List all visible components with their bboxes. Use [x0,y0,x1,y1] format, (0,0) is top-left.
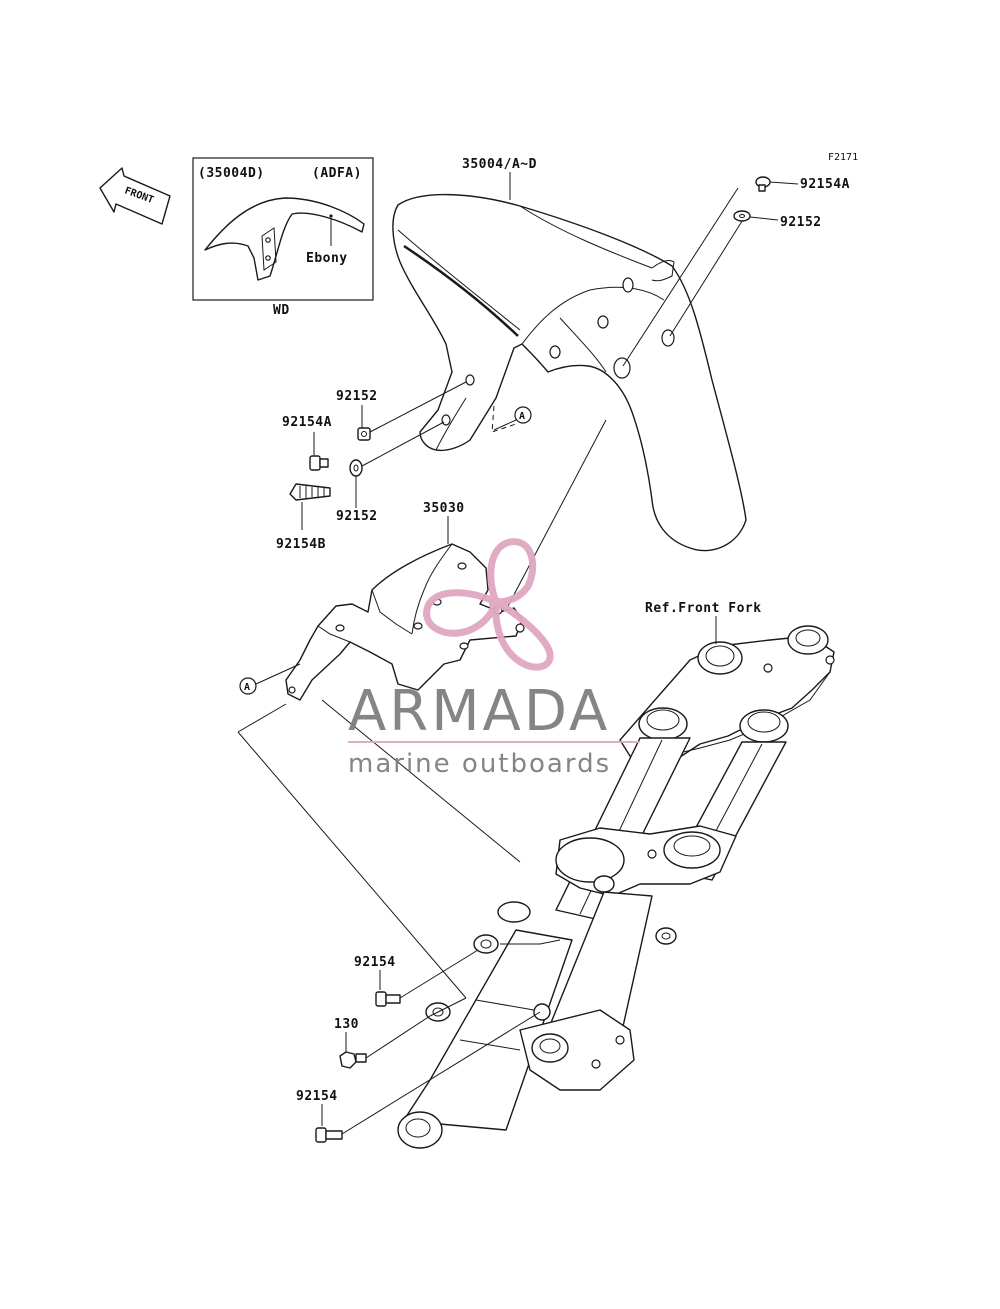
front-fork [397,625,835,1149]
label-92152-left-upper: 92152 [336,389,378,404]
label-35030: 35030 [423,501,465,516]
bolt-92154A-left [309,455,329,471]
inset-box: (35004D) (ADFA) Ebony WD [192,157,374,318]
bolt-92154B-long [289,483,331,501]
watermark-brand: ARMADA [348,679,610,744]
inset-left-code: (35004D) [198,166,265,181]
label-92154A-top: 92154A [800,177,850,192]
label-130: 130 [334,1017,359,1032]
front-fender [392,193,747,552]
front-arrow: FRONT [99,167,171,225]
callout-a-upper: A [493,406,532,431]
callout-a-lower: A [239,663,301,695]
washer-92152-left-lower [349,459,363,477]
watermark: ARMADA marine outboards [348,538,640,779]
callout-a-upper-label: A [519,411,525,422]
washer-92152-left-upper [357,427,371,441]
watermark-logo-icon [423,538,554,671]
washer-92152-top [733,210,751,222]
label-92154-lower-1: 92154 [354,955,396,970]
label-92152-left-lower: 92152 [336,509,378,524]
label-92154-lower-2: 92154 [296,1089,338,1104]
bolt-92154A-top [755,176,771,192]
inset-right-code: (ADFA) [312,166,362,181]
figure-code: F2171 [828,152,858,163]
bolt-130 [339,1051,367,1069]
inset-caption: WD [273,303,290,318]
label-35004: 35004/A~D [462,157,537,172]
watermark-tagline: marine outboards [348,749,611,779]
label-92154A-left: 92154A [282,415,332,430]
bolt-92154-lower-2 [315,1127,343,1143]
label-92152-top: 92152 [780,215,822,230]
inset-fender-silhouette [204,197,365,281]
bolt-92154-lower-1 [375,991,401,1007]
label-92154B: 92154B [276,537,326,552]
label-front-fork-ref: Ref.Front Fork [645,601,762,616]
callout-a-lower-label: A [244,682,250,693]
inset-color-label: Ebony [306,251,348,266]
